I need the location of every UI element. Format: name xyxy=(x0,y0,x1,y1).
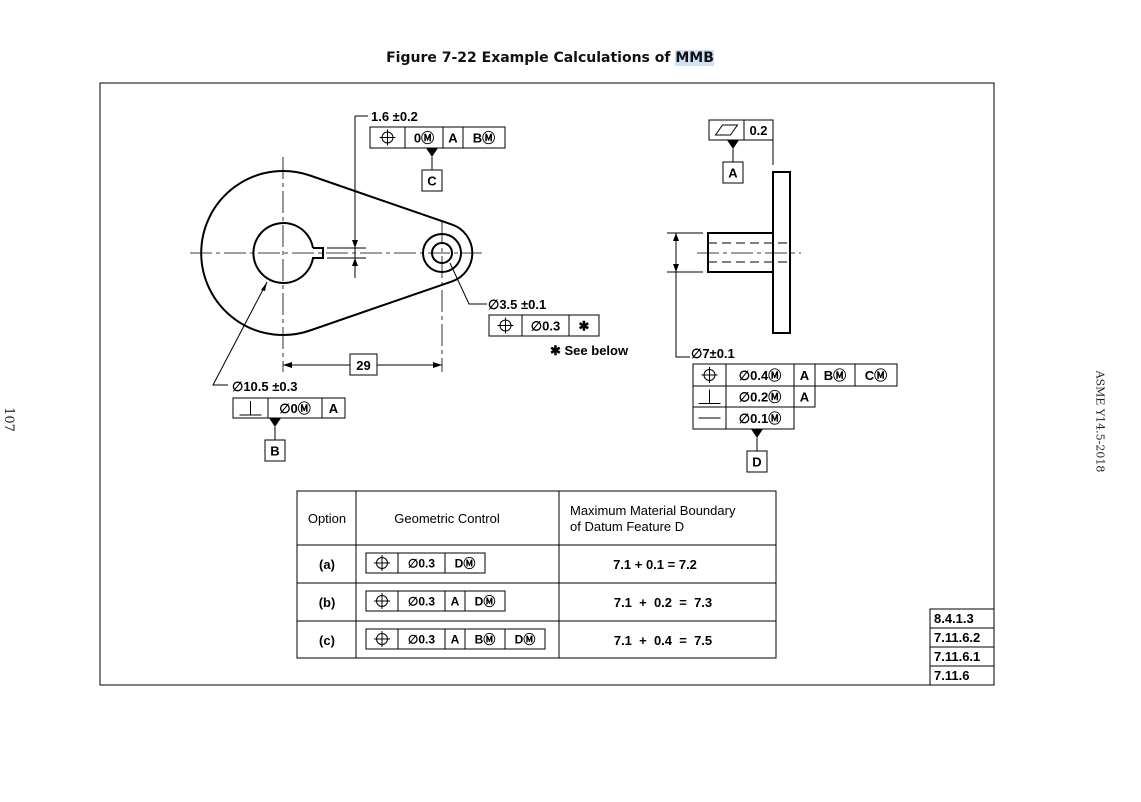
fcf-cell-value: DⓂ xyxy=(475,593,496,608)
feature-control-frame-flange: 0.2 xyxy=(708,119,774,141)
datum-feature-d: D xyxy=(746,429,768,473)
fcf-cell-value: DⓂ xyxy=(515,631,536,646)
feature-control-frame-boss-3: ∅0.1Ⓜ xyxy=(692,406,795,430)
fcf-cell-value: A xyxy=(448,130,458,145)
paragraph-references: 8.4.1.3 7.11.6.2 7.11.6.1 7.11.6 xyxy=(929,608,995,686)
header-geometric-control: Geometric Control xyxy=(394,511,500,526)
datum-letter: B xyxy=(270,444,279,459)
perpendicularity-symbol-icon xyxy=(698,389,721,404)
feature-control-frame-opt-c: ∅0.3 A BⓂ DⓂ xyxy=(365,628,546,650)
boss-size: ∅7±0.1 xyxy=(691,346,735,361)
position-symbol-icon xyxy=(497,317,514,334)
position-symbol-icon xyxy=(379,129,396,146)
fcf-cell-value: ∅0Ⓜ xyxy=(279,401,311,416)
perpendicularity-symbol-icon xyxy=(239,401,262,416)
figure-frame xyxy=(99,82,995,686)
mmb-calculation: 7.1 + 0.4 = 7.5 xyxy=(614,633,712,648)
boss-datum-d xyxy=(707,232,774,273)
datum-letter: D xyxy=(752,455,761,470)
feature-control-frame-hole-b: ∅0Ⓜ A xyxy=(232,397,346,419)
link-part-top-view: 1.6 ±0.2 29 ∅10.5 ±0.3 ∅3.5 ±0.1 ✱ See b… xyxy=(190,109,629,394)
boss-dimension-line xyxy=(675,233,690,358)
position-symbol-icon xyxy=(374,631,390,647)
option-label: (c) xyxy=(319,633,335,648)
feature-control-frame-slot: 0Ⓜ A BⓂ xyxy=(369,126,506,149)
leader-datum-b xyxy=(212,281,268,386)
position-symbol-icon xyxy=(374,555,390,571)
small-hole-size: ∅3.5 ±0.1 xyxy=(488,297,546,312)
fcf-cell-value: DⓂ xyxy=(455,555,476,570)
header-mmb-line1: Maximum Material Boundary xyxy=(570,503,736,518)
header-option: Option xyxy=(308,511,346,526)
datum-feature-a: A xyxy=(722,140,744,184)
center-distance-basic: 29 xyxy=(356,358,370,373)
slot-width-dimension: 1.6 ±0.2 xyxy=(371,109,418,124)
reference-paragraph: 8.4.1.3 xyxy=(934,611,974,626)
highlighted-search-term: MMB xyxy=(675,50,714,66)
feature-control-frame-boss-1: ∅0.4Ⓜ A BⓂ CⓂ xyxy=(692,363,898,387)
reference-paragraph: 7.11.6.1 xyxy=(934,649,980,664)
feature-control-frame-opt-a: ∅0.3 DⓂ xyxy=(365,552,486,574)
fcf-cell-value: ∅0.3 xyxy=(408,632,435,646)
fcf-cell-value: A xyxy=(329,401,339,416)
fcf-cell-value: ∅0.4Ⓜ xyxy=(739,368,781,383)
mmb-calculation: 7.1 + 0.2 = 7.3 xyxy=(614,595,712,610)
feature-control-frame-opt-b: ∅0.3 A DⓂ xyxy=(365,590,506,612)
fcf-cell-value: ∅0.2Ⓜ xyxy=(739,389,781,404)
leader-small-hole xyxy=(449,262,487,305)
datum-feature-b: B xyxy=(264,418,286,462)
options-table: Option Geometric Control Maximum Materia… xyxy=(296,490,777,659)
fcf-cell-value: BⓂ xyxy=(475,631,496,646)
figure-title: Figure 7-22 Example Calculations of MMB xyxy=(0,50,1100,66)
basic-dimension-box xyxy=(349,353,378,376)
position-symbol-icon xyxy=(701,367,718,383)
fcf-cell-value: BⓂ xyxy=(473,130,495,145)
part-outline xyxy=(200,170,474,336)
feature-control-frame-small-hole: ∅0.3 ✱ xyxy=(488,314,600,337)
fcf-cell-value: 0Ⓜ xyxy=(414,130,434,145)
reference-paragraph: 7.11.6.2 xyxy=(934,630,980,645)
option-label: (b) xyxy=(319,595,336,610)
keyed-hole-datum-b xyxy=(252,222,324,284)
fcf-cell-value: CⓂ xyxy=(865,368,887,383)
datum-feature-c: C xyxy=(421,148,443,192)
fcf-cell-value: 0.2 xyxy=(749,123,767,138)
part-side-view: ∅7±0.1 xyxy=(667,140,801,361)
reference-paragraph: 7.11.6 xyxy=(934,668,969,683)
datum-letter: A xyxy=(728,166,738,181)
fcf-cell-value: A xyxy=(451,632,460,646)
fcf-cell-value: ∅0.3 xyxy=(408,556,435,570)
mmb-calculation: 7.1 + 0.1 = 7.2 xyxy=(613,557,697,572)
see-below-note: ✱ See below xyxy=(550,343,629,358)
fcf-cell-value: A xyxy=(451,594,460,608)
fcf-cell-value: BⓂ xyxy=(824,368,846,383)
fcf-cell-value: A xyxy=(800,368,810,383)
fcf-cell-value: ✱ xyxy=(579,318,590,333)
datum-letter: C xyxy=(427,174,437,189)
option-label: (a) xyxy=(319,557,335,572)
fcf-cell-value: ∅0.3 xyxy=(408,594,435,608)
header-mmb-line2: of Datum Feature D xyxy=(570,519,684,534)
hole-b-size: ∅10.5 ±0.3 xyxy=(232,379,297,394)
feature-control-frame-boss-2: ∅0.2Ⓜ A xyxy=(692,385,816,408)
position-symbol-icon xyxy=(374,593,390,609)
flange-plate xyxy=(772,171,791,334)
fcf-cell-value: A xyxy=(800,389,810,404)
fcf-cell-value: ∅0.1Ⓜ xyxy=(739,411,781,426)
flatness-symbol-icon xyxy=(714,124,739,136)
fcf-cell-value: ∅0.3 xyxy=(531,318,560,333)
figure-title-text: Figure 7-22 Example Calculations of xyxy=(386,50,676,66)
